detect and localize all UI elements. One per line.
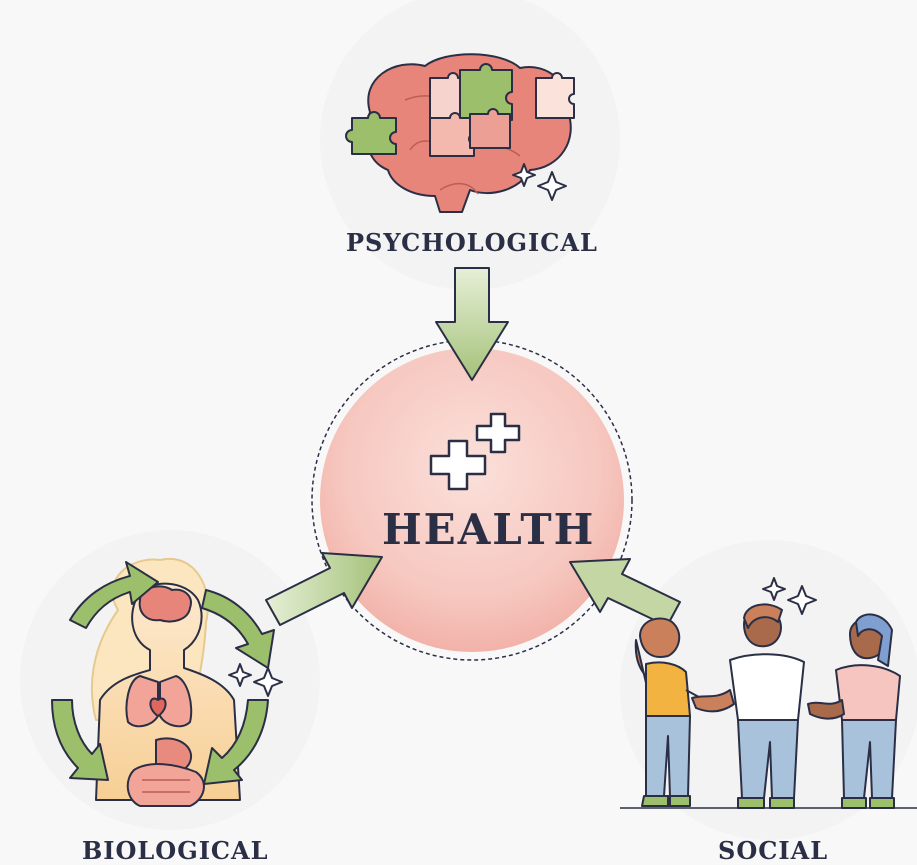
people-handshake-icon [620, 577, 917, 809]
health-circle [311, 339, 633, 661]
arrow-bio-to-health [265, 552, 383, 626]
psychological-label: PSYCHOLOGICAL [346, 228, 598, 257]
human-anatomy-icon [51, 557, 283, 807]
brain-puzzle-icon [345, 53, 575, 213]
health-label: HEALTH [382, 505, 596, 554]
social-label: SOCIAL [718, 836, 829, 865]
medical-cross-icon [429, 412, 521, 491]
biological-label: BIOLOGICAL [82, 836, 269, 865]
arrow-psych-to-health [435, 267, 509, 381]
